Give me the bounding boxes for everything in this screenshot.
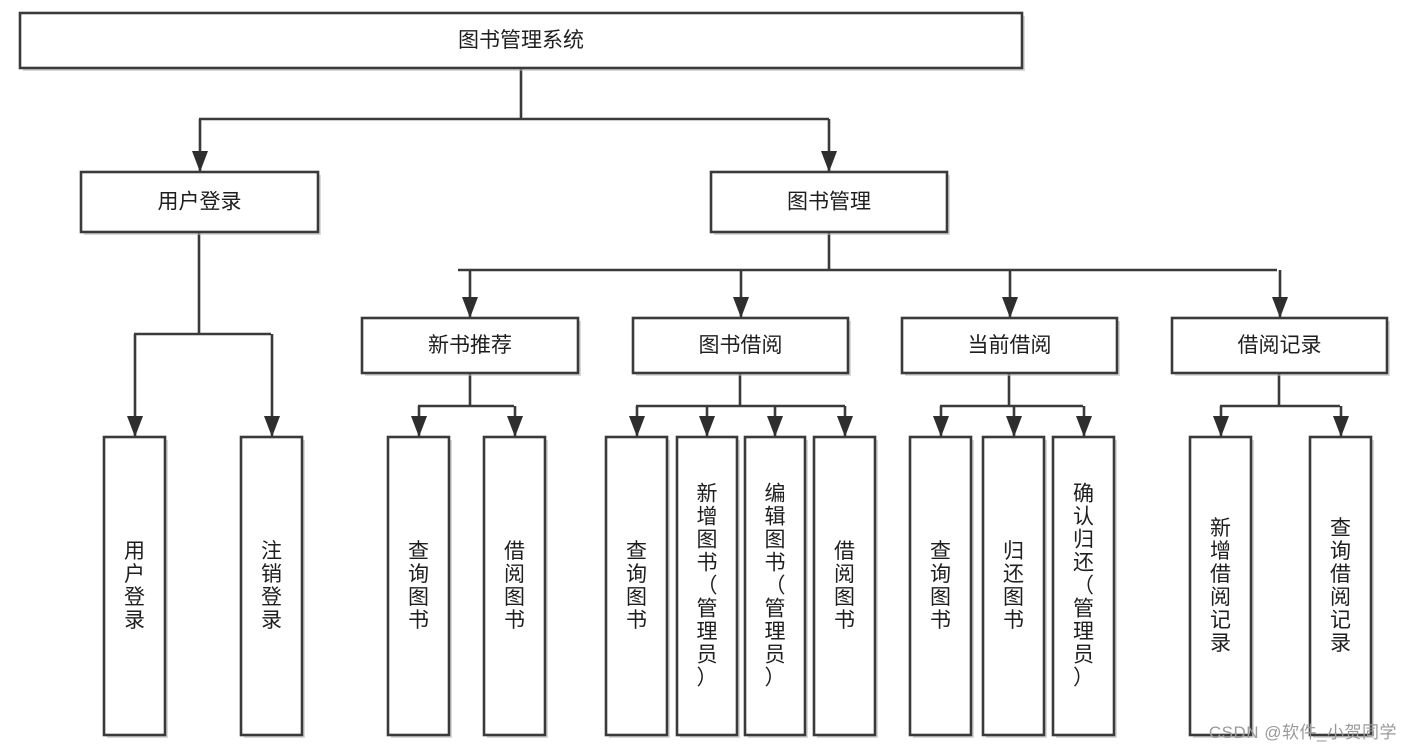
- node-label: 新增图书（管理员）: [697, 482, 718, 689]
- node-box[interactable]: [709, 170, 949, 234]
- node-l4-borrow-book-a[interactable]: 借阅图书: [482, 435, 548, 738]
- node-box[interactable]: [360, 316, 580, 375]
- node-box[interactable]: [482, 435, 547, 737]
- arrow-head-icon: [192, 151, 208, 172]
- node-label: 图书借阅: [699, 334, 783, 357]
- node-l4-logout[interactable]: 注销登录: [239, 435, 305, 738]
- node-label: 注销登录: [261, 540, 282, 632]
- arrow-head-icon: [837, 416, 853, 437]
- node-label: 查询图书: [408, 540, 429, 632]
- node-label: 查询图书: [626, 540, 647, 632]
- arrow-head-icon: [767, 416, 783, 437]
- node-label: 用户登录: [158, 191, 242, 214]
- node-l4-query-book-c[interactable]: 查询图书: [908, 435, 974, 738]
- arrow-head-icon: [264, 416, 280, 437]
- node-label: 图书管理系统: [458, 29, 584, 52]
- arrow-head-icon: [1213, 416, 1229, 437]
- node-box[interactable]: [79, 170, 320, 234]
- node-box[interactable]: [1051, 435, 1116, 737]
- node-box[interactable]: [900, 316, 1119, 375]
- node-box[interactable]: [18, 11, 1024, 70]
- node-l4-add-book[interactable]: 新增图书（管理员）: [675, 435, 740, 738]
- node-box[interactable]: [239, 435, 304, 737]
- arrow-head-icon: [127, 416, 143, 437]
- node-box[interactable]: [102, 435, 167, 737]
- node-l2-book-mgmt[interactable]: 图书管理: [709, 170, 950, 235]
- node-label: 查询图书: [930, 540, 951, 632]
- node-l4-user-login[interactable]: 用户登录: [102, 435, 168, 738]
- connector-layer: [127, 68, 1349, 437]
- node-l3-new-book-rec[interactable]: 新书推荐: [360, 316, 581, 376]
- node-box[interactable]: [812, 435, 877, 737]
- node-label: 新书推荐: [428, 334, 512, 357]
- node-box[interactable]: [1170, 316, 1389, 375]
- node-l4-edit-book[interactable]: 编辑图书（管理员）: [743, 435, 808, 738]
- node-label: 图书管理: [787, 191, 871, 214]
- node-label: 查询借阅记录: [1330, 517, 1351, 655]
- arrow-head-icon: [933, 416, 949, 437]
- node-l3-current-borrow[interactable]: 当前借阅: [900, 316, 1120, 376]
- node-box[interactable]: [981, 435, 1046, 737]
- node-l4-return-book[interactable]: 归还图书: [981, 435, 1047, 738]
- arrow-head-icon: [733, 297, 749, 318]
- arrow-head-icon: [1002, 297, 1018, 318]
- node-l3-borrow-record[interactable]: 借阅记录: [1170, 316, 1390, 376]
- arrow-head-icon: [507, 416, 523, 437]
- arrow-head-icon: [699, 416, 715, 437]
- node-box[interactable]: [743, 435, 807, 737]
- node-l4-query-book-a[interactable]: 查询图书: [386, 435, 452, 738]
- node-label: 借阅记录: [1238, 334, 1322, 357]
- node-label: 当前借阅: [968, 334, 1052, 357]
- node-root[interactable]: 图书管理系统: [18, 11, 1025, 71]
- arrow-head-icon: [821, 151, 837, 172]
- node-box[interactable]: [631, 316, 850, 375]
- node-box[interactable]: [908, 435, 973, 737]
- arrow-head-icon: [1076, 416, 1092, 437]
- node-l4-add-record[interactable]: 新增借阅记录: [1188, 435, 1254, 738]
- node-l3-book-borrow[interactable]: 图书借阅: [631, 316, 851, 376]
- arrow-head-icon: [462, 297, 478, 318]
- arrow-head-icon: [1333, 416, 1349, 437]
- node-label: 编辑图书（管理员）: [765, 482, 786, 689]
- node-box[interactable]: [386, 435, 451, 737]
- node-label: 归还图书: [1003, 540, 1024, 632]
- arrow-head-icon: [629, 416, 645, 437]
- node-label: 新增借阅记录: [1210, 517, 1231, 655]
- arrow-head-icon: [1272, 297, 1288, 318]
- node-l4-borrow-book-b[interactable]: 借阅图书: [812, 435, 878, 738]
- node-layer: 图书管理系统用户登录图书管理新书推荐图书借阅当前借阅借阅记录用户登录注销登录查询…: [18, 11, 1390, 738]
- node-l4-query-book-b[interactable]: 查询图书: [604, 435, 670, 738]
- arrow-head-icon: [1006, 416, 1022, 437]
- node-l4-query-record[interactable]: 查询借阅记录: [1308, 435, 1374, 738]
- node-l2-user-login[interactable]: 用户登录: [79, 170, 321, 235]
- node-label: 借阅图书: [834, 540, 855, 632]
- node-box[interactable]: [675, 435, 739, 737]
- node-box[interactable]: [604, 435, 669, 737]
- node-l4-confirm-return[interactable]: 确认归还（管理员）: [1051, 435, 1117, 738]
- arrow-head-icon: [411, 416, 427, 437]
- node-box[interactable]: [1188, 435, 1253, 737]
- node-box[interactable]: [1308, 435, 1373, 737]
- node-label: 用户登录: [124, 540, 145, 632]
- node-label: 借阅图书: [504, 540, 525, 632]
- node-label: 确认归还（管理员）: [1073, 482, 1094, 689]
